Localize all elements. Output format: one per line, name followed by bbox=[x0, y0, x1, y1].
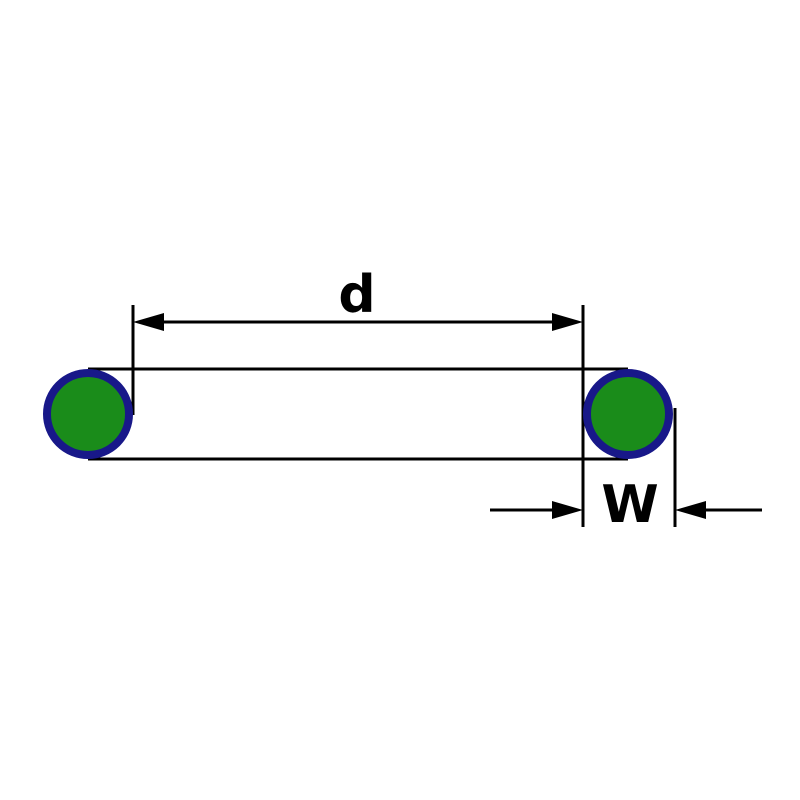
arrowheads-group bbox=[133, 313, 706, 519]
oring-section-right bbox=[583, 369, 673, 459]
d-arrowhead-left-icon bbox=[133, 313, 164, 331]
d-dimension-label: d bbox=[338, 265, 375, 325]
d-arrowhead-right-icon bbox=[552, 313, 583, 331]
w-arrowhead-right-icon bbox=[675, 501, 706, 519]
dimension-lines-group bbox=[88, 305, 762, 527]
w-arrowhead-left-icon bbox=[552, 501, 583, 519]
w-dimension-label: W bbox=[601, 475, 658, 535]
dimension-labels-group: d W bbox=[338, 265, 658, 535]
oring-section-left bbox=[43, 369, 133, 459]
